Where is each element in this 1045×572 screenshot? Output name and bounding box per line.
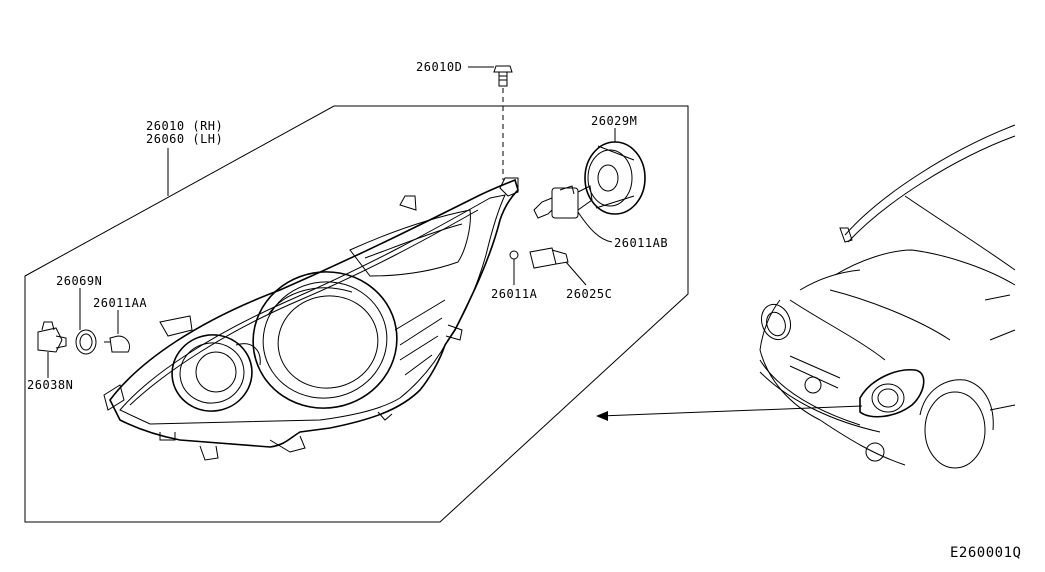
secondary-lens: [171, 334, 261, 412]
location-arrow: [596, 405, 863, 421]
label-headlamp-lh: 26060 (LH): [146, 132, 223, 146]
dust-cap: [584, 128, 646, 215]
label-clip-bolt: 26010D: [416, 60, 462, 74]
small-bulb-and-socket: [509, 247, 587, 286]
label-seal: 26069N: [56, 274, 102, 288]
label-socket-small: 26025C: [566, 287, 612, 301]
side-bulb-parts: [37, 288, 131, 378]
label-bulb-small: 26011A: [491, 287, 538, 301]
assembly-frame: [24, 105, 689, 523]
label-bulb-side: 26011AA: [93, 296, 147, 310]
label-headlamp-rh: 26010 (RH): [146, 119, 223, 133]
clip-bolt: [468, 65, 513, 180]
headlamp-assembly: [103, 177, 519, 461]
label-cap: 26029M: [591, 114, 637, 128]
vehicle-illustration: [759, 124, 1016, 469]
main-lens: [252, 271, 398, 409]
label-bulb-main: 26011AB: [614, 236, 668, 250]
main-bulb: [533, 185, 613, 243]
diagram-code: E260001Q: [950, 545, 1021, 561]
label-socket-side: 26038N: [27, 378, 73, 392]
